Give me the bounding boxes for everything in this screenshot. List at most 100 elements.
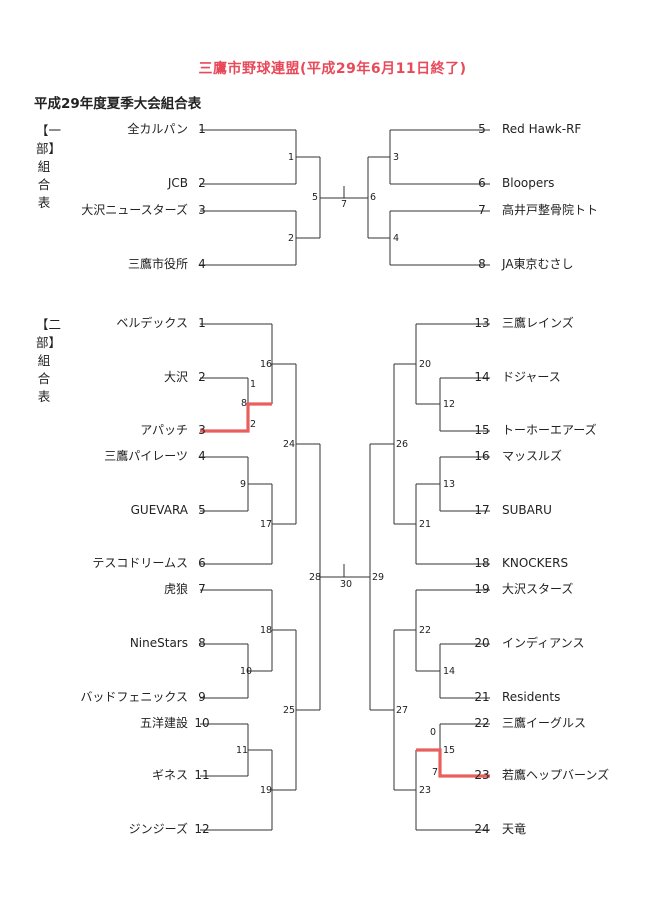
team-name: JA東京むさし [502, 257, 574, 271]
page-subtitle: 平成29年度夏季大会組合表 [34, 96, 202, 112]
team-seed: 16 [474, 449, 490, 463]
team-name: アパッチ [140, 423, 188, 437]
match-number: 1 [250, 379, 257, 390]
match-number: 16 [260, 359, 273, 370]
team-name: 三鷹市役所 [127, 257, 188, 271]
team-name: マッスルズ [502, 449, 563, 463]
team-seed: 7 [198, 582, 206, 596]
team-seed: 10 [194, 716, 210, 730]
team-name: Red Hawk-RF [502, 122, 582, 136]
match-number: 14 [443, 666, 456, 677]
match-number: 3 [393, 152, 400, 163]
match-number: 15 [443, 745, 456, 756]
match-number: 9 [240, 479, 247, 490]
match-number: 2 [288, 233, 295, 244]
team-seed: 8 [478, 257, 486, 271]
winner-highlight [200, 402, 272, 433]
team-name: 三鷹レインズ [502, 316, 574, 330]
match-number: 27 [396, 705, 409, 716]
match-number: 21 [419, 519, 432, 530]
match-number: 12 [443, 399, 456, 410]
match-number: 0 [430, 727, 437, 738]
team-name: Residents [502, 690, 561, 704]
match-number: 6 [370, 192, 377, 203]
team-name: 大沢 [163, 370, 188, 384]
team-name: SUBARU [502, 503, 552, 517]
team-seed: 14 [474, 370, 490, 384]
team-seed: 1 [198, 316, 206, 330]
team-seed: 3 [198, 203, 206, 217]
team-seed: 13 [474, 316, 490, 330]
team-name: インディアンス [502, 636, 585, 650]
team-name: GUEVARA [130, 503, 188, 517]
team-seed: 6 [478, 176, 486, 190]
team-seed: 9 [198, 690, 206, 704]
winner-highlight [416, 748, 490, 778]
team-name: トーホーエアーズ [502, 423, 597, 437]
match-number: 23 [419, 785, 432, 796]
team-name: 高井戸整骨院トト [502, 203, 599, 217]
team-name: ドジャース [502, 370, 561, 384]
team-name: 若鷹ヘップバーンズ [502, 768, 610, 782]
team-seed: 2 [198, 370, 206, 384]
team-name: テスコドリームス [92, 556, 188, 570]
team-seed: 12 [194, 822, 210, 836]
match-number: 13 [443, 479, 456, 490]
match-number: 7 [341, 199, 348, 210]
team-seed: 24 [474, 822, 490, 836]
match-number: 30 [340, 579, 353, 590]
team-name: 天竜 [502, 822, 527, 836]
team-name: バッドフェニックス [80, 690, 188, 704]
match-number: 5 [312, 192, 319, 203]
team-name: 全カルパン [127, 122, 188, 136]
team-seed: 20 [474, 636, 490, 650]
page-title: 三鷹市野球連盟(平成29年6月11日終了) [198, 61, 467, 77]
team-name: JCB [167, 176, 188, 190]
team-seed: 4 [198, 449, 206, 463]
team-name: ベルデックス [116, 316, 188, 330]
team-seed: 5 [198, 503, 206, 517]
team-name: KNOCKERS [502, 556, 569, 570]
team-name: 大沢ニュースターズ [81, 203, 188, 217]
team-seed: 5 [478, 122, 486, 136]
team-seed: 17 [474, 503, 490, 517]
team-seed: 15 [474, 423, 490, 437]
match-number: 19 [260, 785, 273, 796]
match-number: 2 [250, 419, 257, 430]
team-seed: 2 [198, 176, 206, 190]
team-seed: 11 [194, 768, 210, 782]
team-name: NineStars [129, 636, 188, 650]
match-number: 28 [309, 572, 322, 583]
team-name: Bloopers [502, 176, 555, 190]
team-name: ギネス [151, 768, 188, 782]
match-number: 24 [283, 439, 296, 450]
match-number: 25 [283, 705, 296, 716]
match-number: 18 [260, 625, 273, 636]
match-number: 1 [288, 152, 295, 163]
match-number: 8 [241, 398, 248, 409]
team-seed: 22 [474, 716, 490, 730]
match-number: 7 [432, 767, 439, 778]
match-number: 22 [419, 625, 432, 636]
team-seed: 23 [474, 768, 490, 782]
team-seed: 1 [198, 122, 206, 136]
team-seed: 21 [474, 690, 490, 704]
team-name: 虎狼 [163, 582, 188, 596]
team-seed: 4 [198, 257, 206, 271]
team-seed: 7 [478, 203, 486, 217]
team-seed: 18 [474, 556, 490, 570]
team-seed: 3 [198, 423, 206, 437]
match-number: 10 [240, 666, 253, 677]
team-name: 三鷹イーグルス [502, 716, 587, 730]
team-name: 三鷹パイレーツ [104, 449, 188, 463]
team-name: 五洋建設 [139, 716, 188, 730]
match-number: 26 [396, 439, 409, 450]
match-number: 20 [419, 359, 432, 370]
match-number: 4 [393, 233, 400, 244]
match-number: 29 [372, 572, 385, 583]
team-seed: 6 [198, 556, 206, 570]
match-number: 17 [260, 519, 273, 530]
team-seed: 19 [474, 582, 490, 596]
team-name: ジンジーズ [128, 822, 188, 836]
